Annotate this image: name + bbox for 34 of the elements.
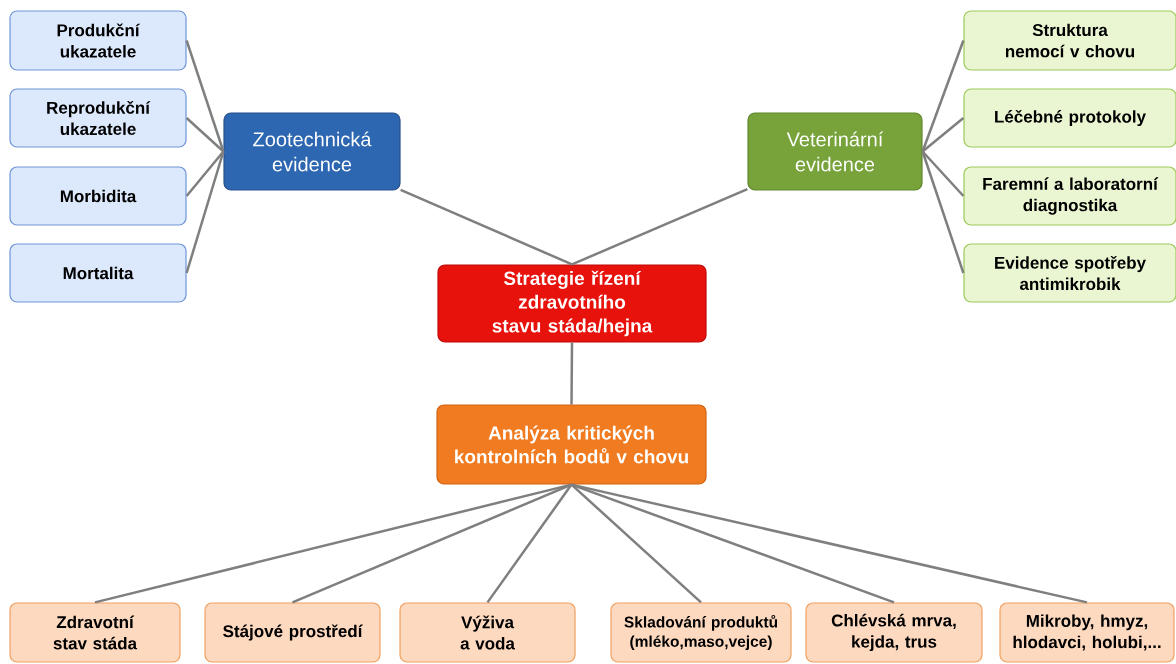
item-box: Chlévská mrva, kejda, trus: [805, 602, 983, 663]
connector-line: [185, 40, 225, 152]
item-box: Mortalita: [9, 243, 187, 303]
connector-line: [185, 150, 225, 197]
item-box: Morbidita: [9, 166, 187, 226]
category-box: Zootechnická evidence: [223, 112, 401, 191]
item-box: Reprodukční ukazatele: [9, 88, 187, 148]
item-box: Výživa a voda: [399, 602, 576, 663]
item-box: Faremní a laboratorní diagnostika: [963, 166, 1176, 226]
connector-line: [570, 342, 574, 405]
connector-line: [570, 483, 702, 604]
connector-line: [571, 187, 748, 266]
connector-line: [400, 188, 573, 266]
connector-line: [921, 40, 965, 152]
connector-line: [571, 483, 1088, 604]
item-box: Léčebné protokoly: [963, 88, 1176, 148]
connector-line: [921, 151, 965, 274]
connector-line: [292, 483, 572, 604]
analysis-box: Analýza kritických kontrolních bodů v chovu: [436, 404, 707, 485]
connector-line: [571, 483, 895, 604]
connector-line: [921, 150, 965, 197]
item-box: Struktura nemocí v chovu: [963, 10, 1176, 71]
central-box: Strategie řízení zdravotního stavu stáda/hejna: [437, 264, 707, 343]
item-box: Zdravotní stav stáda: [9, 602, 181, 663]
item-box: Mikroby, hmyz, hlodavci, holubi,...: [999, 602, 1175, 663]
item-box: Evidence spotřeby antimikrobik: [963, 243, 1176, 303]
item-box: Produkční ukazatele: [9, 10, 187, 71]
category-box: Veterinární evidence: [747, 112, 923, 191]
item-box: Stájové prostředí: [204, 602, 381, 663]
item-box: Skladování produktů (mléko,maso,vejce): [610, 602, 792, 663]
connector-line: [921, 117, 965, 153]
connector-line: [185, 117, 225, 153]
connector-line: [486, 483, 573, 604]
connector-line: [185, 151, 225, 274]
